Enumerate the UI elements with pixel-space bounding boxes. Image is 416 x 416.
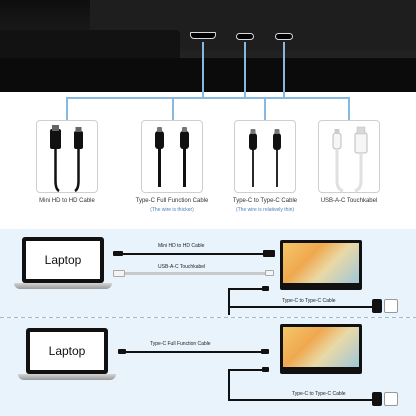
- power-adapter: [372, 392, 382, 406]
- usb-c-plug: [265, 270, 274, 276]
- type-c-full-cable-label: Type-C Full Function Cable: [124, 198, 220, 204]
- monitor-ports-section: Mini HD to HD Cable Type-C Full Function…: [0, 0, 416, 228]
- type-c-port-1: [236, 33, 254, 40]
- usb-a-c-cable-card: [318, 120, 380, 193]
- type-c-full-cable-caption: Type-C Full Function Cable: [150, 341, 211, 347]
- type-c-cable-icon: [235, 121, 297, 194]
- power-plug: [262, 367, 269, 372]
- lead-line: [264, 97, 266, 120]
- hdmi-cable-caption: Mini HD to HD Cable: [158, 243, 204, 249]
- power-cable: [228, 369, 264, 371]
- power-plug: [262, 286, 269, 291]
- type-c-full-cable-icon: [142, 121, 204, 194]
- monitor-screen: [283, 327, 359, 367]
- hdmi-cable-label: Mini HD to HD Cable: [22, 198, 112, 204]
- lead-line: [202, 42, 204, 98]
- type-c-cable-label: Type-C to Type-C Cable: [218, 198, 312, 204]
- power-cable-caption: Type-C to Type-C Cable: [292, 391, 346, 397]
- lead-line: [244, 42, 246, 98]
- mini-hdmi-port: [190, 32, 216, 39]
- type-c-plug: [261, 349, 269, 354]
- type-c-full-cable: [126, 351, 261, 353]
- usb-a-c-cable-label: USB-A-C Touchkabel: [304, 198, 394, 204]
- monitor-screen: [283, 243, 359, 283]
- connection-diagram-hdmi: Laptop Mini HD to HD Cable USB-A-C Touch…: [0, 229, 416, 317]
- lead-line: [172, 97, 174, 120]
- monitor-bottom-lip: [0, 58, 416, 92]
- hdmi-cable-card: [36, 120, 98, 193]
- hdmi-plug: [263, 250, 275, 257]
- laptop-base: [14, 283, 112, 289]
- laptop-label: Laptop: [26, 241, 100, 279]
- portable-monitor: [280, 240, 362, 290]
- laptop-base: [18, 374, 116, 380]
- lead-line: [66, 97, 350, 99]
- type-c-plug: [118, 349, 126, 354]
- power-cable: [228, 370, 230, 400]
- wall-outlet-icon: [384, 392, 398, 406]
- type-c-full-cable-card: [141, 120, 203, 193]
- type-c-full-cable-note: (The wire is thicker): [124, 207, 220, 213]
- wall-outlet-icon: [384, 299, 398, 313]
- laptop-label: Laptop: [30, 332, 104, 370]
- monitor-body: [0, 0, 416, 92]
- usb-a-c-cable: [125, 272, 265, 275]
- lead-line: [348, 97, 350, 120]
- power-cable: [228, 289, 230, 315]
- usb-a-plug: [113, 270, 125, 277]
- type-c-cable-note: (The wire is relatively thin): [218, 207, 312, 213]
- type-c-port-2: [275, 33, 293, 40]
- hdmi-cable: [123, 253, 263, 255]
- hdmi-cable-icon: [37, 121, 99, 194]
- type-c-cable-card: [234, 120, 296, 193]
- laptop: Laptop: [26, 328, 108, 374]
- usb-a-c-cable-caption: USB-A-C Touchkabel: [158, 264, 205, 270]
- power-adapter: [372, 299, 382, 313]
- lead-line: [283, 42, 285, 98]
- lead-line: [66, 97, 68, 120]
- power-cable: [228, 306, 378, 308]
- power-cable-caption: Type-C to Type-C Cable: [282, 298, 336, 304]
- power-cable: [228, 399, 378, 401]
- usb-a-c-cable-icon: [319, 121, 381, 194]
- mini-hdmi-plug: [113, 251, 123, 256]
- power-cable: [228, 288, 264, 290]
- connection-diagram-type-c: Laptop Type-C Full Function Cable Type-C…: [0, 318, 416, 416]
- laptop: Laptop: [22, 237, 104, 283]
- portable-monitor: [280, 324, 362, 374]
